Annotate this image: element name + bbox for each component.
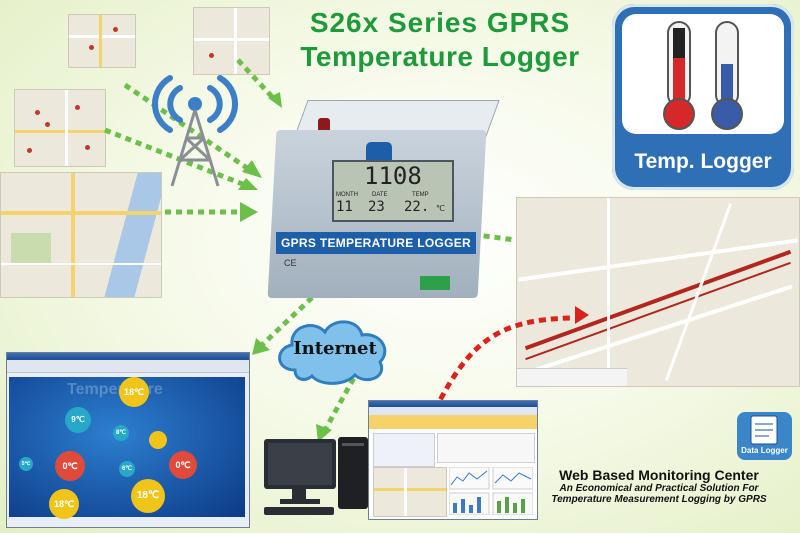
temp-ball[interactable]: 6℃ (119, 461, 135, 477)
monitor-canvas: Temperature 18℃ 9℃ 8℃ 0℃ 0℃ 18℃ 18℃ 6℃ 5… (9, 377, 245, 519)
title-line-1: S26x Series GPRS (309, 7, 571, 38)
lcd-temp-label: TEMP (412, 192, 429, 198)
thermometer-icon (663, 21, 743, 130)
caption-title: Web Based Monitoring Center (559, 467, 759, 483)
lcd-top-value: 1108 (364, 162, 422, 190)
device-label-band: GPRS TEMPERATURE LOGGER (276, 232, 476, 254)
temp-ball[interactable]: 18℃ (49, 489, 79, 519)
lcd-temp: 22. (404, 199, 430, 215)
terminal-block (420, 276, 450, 290)
title-line-2: Temperature Logger (300, 41, 580, 72)
map-thumbnail (68, 14, 136, 68)
ce-mark: CE (284, 258, 297, 268)
computer-icon (264, 437, 368, 515)
data-table (437, 433, 535, 463)
temp-ball[interactable] (149, 431, 167, 449)
lcd-date: 23 (368, 199, 385, 215)
map-thumbnail (14, 89, 106, 167)
temp-ball[interactable]: 0℃ (169, 451, 197, 479)
lcd-unit: ℃ (436, 204, 445, 213)
data-logger-icon (737, 412, 792, 460)
cell-tower-icon (151, 75, 239, 187)
badge-label: Temp. Logger (634, 150, 772, 173)
lcd-display: 1108 MONTH DATE TEMP 11 23 22. ℃ (332, 160, 454, 222)
monitoring-caption: Web Based Monitoring Center An Economica… (521, 467, 797, 505)
temp-ball[interactable]: 18℃ (119, 377, 149, 407)
data-table (373, 433, 435, 467)
lcd-month-label: MONTH (336, 192, 358, 198)
page-title: S26x Series GPRS Temperature Logger (290, 6, 590, 74)
temp-ball[interactable]: 8℃ (113, 425, 129, 441)
monitor-window[interactable]: Temperature 18℃ 9℃ 8℃ 0℃ 0℃ 18℃ 18℃ 6℃ 5… (6, 352, 250, 528)
lcd-date-label: DATE (372, 192, 388, 198)
mini-map (373, 467, 447, 517)
street-map[interactable] (516, 197, 800, 387)
web-monitor-window[interactable] (368, 400, 538, 520)
caption-line-2: An Economical and Practical Solution For (559, 483, 759, 494)
lcd-month: 11 (336, 199, 353, 215)
temp-ball[interactable]: 18℃ (131, 479, 165, 513)
internet-label: Internet (293, 338, 377, 359)
temp-ball[interactable]: 0℃ (55, 451, 85, 481)
temp-ball[interactable]: 5℃ (19, 457, 33, 471)
chart-icon (449, 467, 533, 515)
map-thumbnail (193, 7, 270, 75)
map-thumbnail (0, 172, 162, 298)
temp-ball[interactable]: 9℃ (65, 407, 91, 433)
caption-line-3: Temperature Measurement Logging by GPRS (551, 494, 767, 505)
temp-logger-badge: Temp. Logger (612, 4, 794, 190)
notebook-icon (750, 415, 778, 445)
data-logger-label: Data Logger (741, 446, 788, 455)
cloud-icon (278, 320, 387, 385)
